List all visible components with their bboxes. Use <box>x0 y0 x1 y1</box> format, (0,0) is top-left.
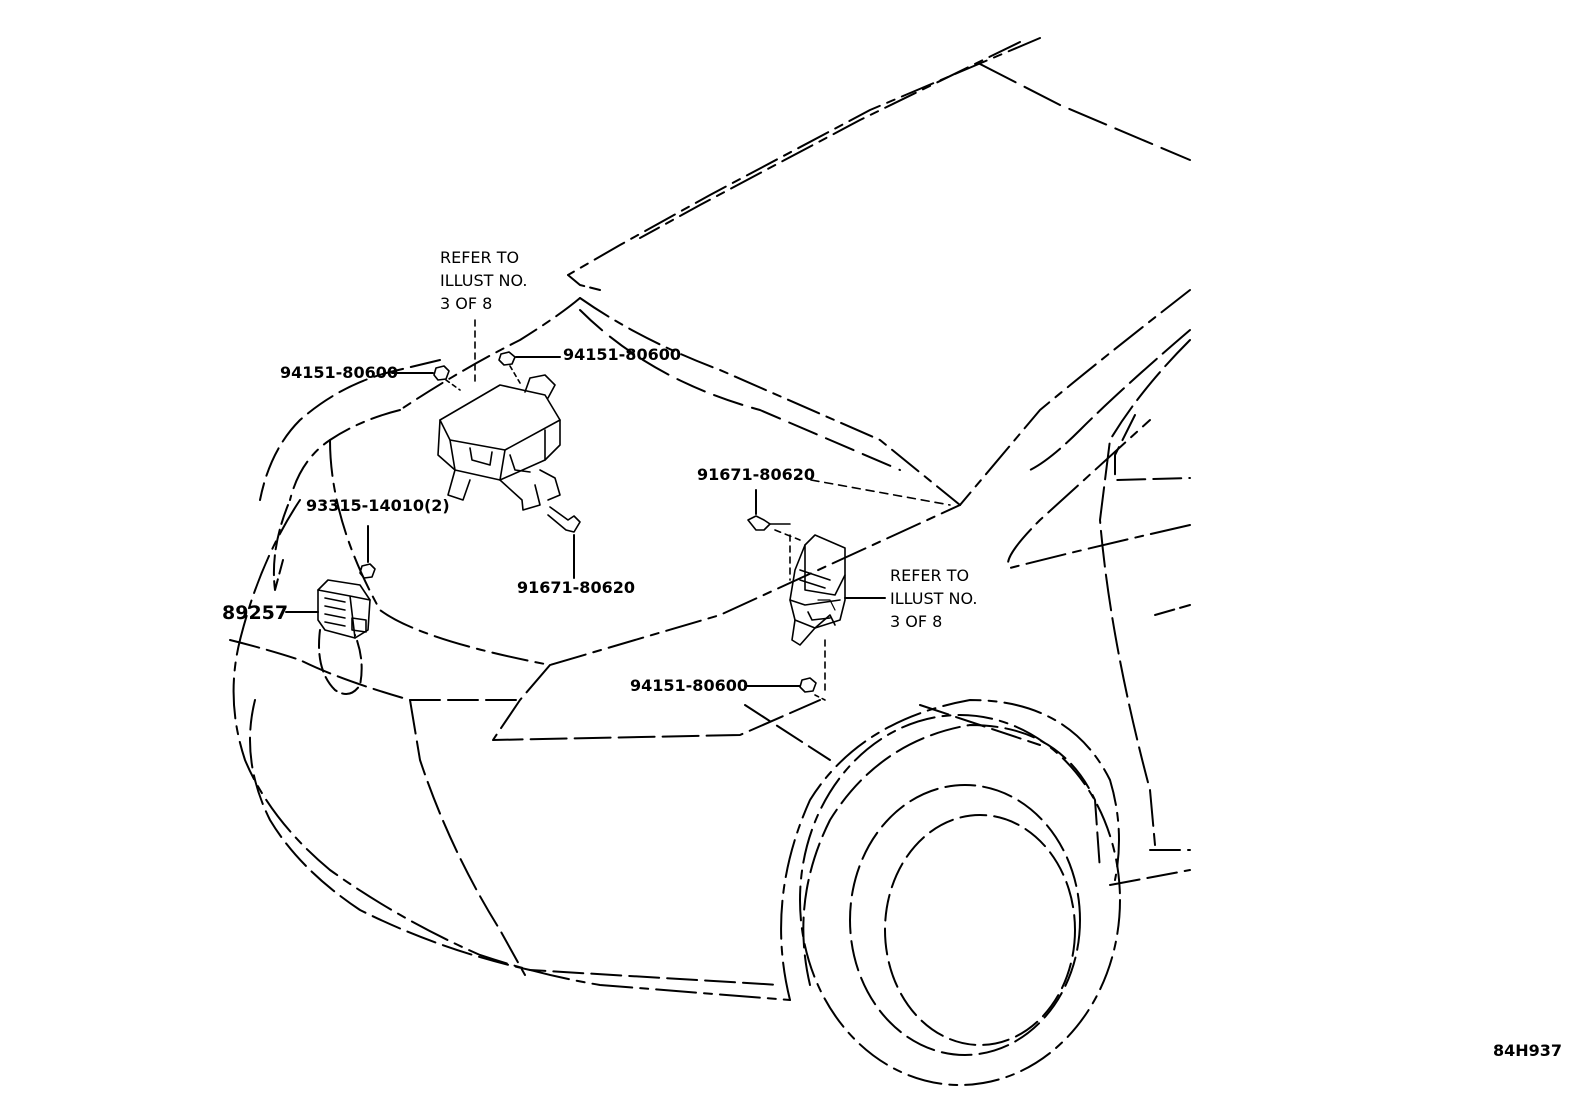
roof-line <box>979 63 1191 161</box>
nut-upper-right-shape <box>498 351 561 384</box>
a-pillar-inner <box>1029 329 1191 471</box>
door-line-2 <box>1114 414 1191 481</box>
part-label-nut-upper-right[interactable]: 94151-80600 <box>563 345 681 364</box>
fascia-side <box>229 639 521 701</box>
refer-note-right-line-1: REFER TO <box>890 566 970 585</box>
wheel-arch-inner <box>802 724 1101 986</box>
bolt-right-label-leader <box>810 479 951 506</box>
part-label-screw-sensor[interactable]: 93315-14010(2) <box>306 496 450 515</box>
sensor-89257-shape <box>285 579 371 639</box>
fender-line-2 <box>919 704 1041 746</box>
hood-front-crease <box>329 439 961 666</box>
front-fascia-top <box>289 409 401 501</box>
hood-front-edge <box>399 297 581 411</box>
headlamp-left <box>272 504 289 591</box>
part-label-nut-lower-right[interactable]: 94151-80600 <box>630 676 748 695</box>
rocker-line <box>1109 849 1191 886</box>
hood-center-line <box>579 309 901 471</box>
refer-note-right-line-3: 3 OF 8 <box>890 612 943 631</box>
right-relay-block <box>789 534 886 646</box>
windshield-inner-line <box>639 41 1021 239</box>
mirror-line <box>1007 419 1191 569</box>
nut-lower-right-shape <box>744 639 826 701</box>
windshield-outer-line <box>567 37 1041 276</box>
bolt-right-shape <box>747 489 801 581</box>
screw-sensor-shape <box>359 525 376 579</box>
bumper-lower <box>249 699 781 986</box>
cowl-line <box>567 274 601 291</box>
part-label-bolt-right[interactable]: 91671-80620 <box>697 465 815 484</box>
refer-note-upper-line-3: 3 OF 8 <box>440 294 493 313</box>
vehicle-outline <box>229 37 1191 1086</box>
wheel-tire <box>799 714 1121 1086</box>
wheel-rim <box>849 784 1081 1056</box>
refer-note-upper: REFER TO ILLUST NO. 3 OF 8 <box>440 246 527 315</box>
illustration-code: 84H937 <box>1493 1041 1563 1060</box>
hood-rear-edge <box>579 297 961 506</box>
refer-note-upper-line-1: REFER TO <box>440 248 520 267</box>
door-line <box>1099 339 1191 846</box>
foglamp-ring <box>318 629 363 695</box>
grille-upper <box>492 664 821 741</box>
bumper-line <box>232 499 791 1001</box>
side-line <box>1154 604 1191 616</box>
part-label-bolt-center[interactable]: 91671-80620 <box>517 578 635 597</box>
refer-note-right-line-2: ILLUST NO. <box>890 589 978 608</box>
refer-note-right: REFER TO ILLUST NO. 3 OF 8 <box>890 564 977 633</box>
bolt-center-shape <box>547 506 581 579</box>
nut-upper-left-shape <box>391 365 461 391</box>
refer-note-upper-line-2: ILLUST NO. <box>440 271 528 290</box>
wheel-rim-inner <box>884 814 1076 1046</box>
fender-line <box>744 704 831 761</box>
a-pillar <box>959 289 1191 506</box>
upper-relay-block <box>437 319 561 511</box>
wheel-arch-outer <box>780 699 1120 1001</box>
fascia-vertical <box>409 699 526 976</box>
headlamp-upper <box>259 359 441 501</box>
part-label-nut-upper-left[interactable]: 94151-80600 <box>280 363 398 382</box>
part-label-sensor-assembly[interactable]: 89257 <box>222 602 289 624</box>
